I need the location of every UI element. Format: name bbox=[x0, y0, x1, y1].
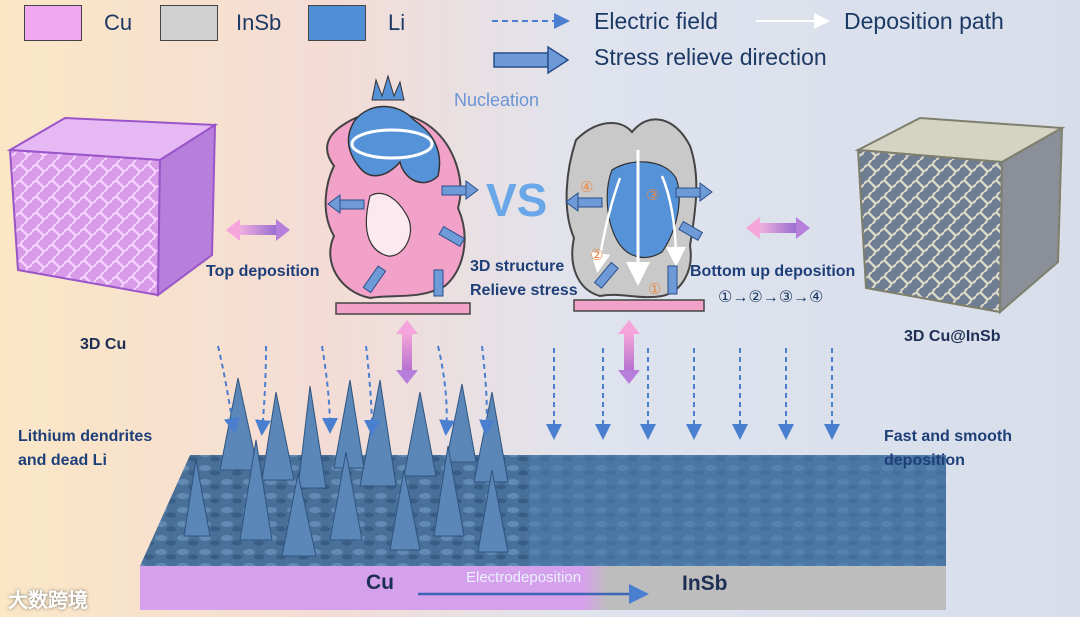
smooth-label-line2: deposition bbox=[884, 452, 965, 469]
cu-insb-particle bbox=[565, 118, 698, 299]
center-vertical-arrow-right bbox=[618, 320, 640, 384]
stress-arrows bbox=[327, 180, 713, 297]
top-deposition-label: Top deposition bbox=[206, 263, 320, 280]
path-marker-3: ③ bbox=[646, 186, 659, 204]
right-double-arrow bbox=[746, 217, 810, 239]
legend-li-swatch bbox=[308, 5, 366, 41]
cu-insb-3d-label: 3D Cu@InSb bbox=[904, 328, 1001, 345]
legend-insb-swatch bbox=[160, 5, 218, 41]
dendrites-label-line2: and dead Li bbox=[18, 452, 107, 469]
legend-cu-label: Cu bbox=[104, 10, 133, 35]
legend-stress-relieve-label: Stress relieve direction bbox=[594, 44, 827, 70]
cu-insb-particle-base bbox=[573, 299, 705, 312]
electric-field-arrows bbox=[546, 348, 840, 440]
cu-3d-cube bbox=[6, 116, 219, 298]
structure-label-line1: 3D structure bbox=[470, 258, 565, 275]
path-step-markers: ① ② ③ ④ bbox=[580, 178, 661, 298]
electric-field-curved-arrows bbox=[217, 345, 495, 436]
cu-insb-3d-cube bbox=[854, 116, 1066, 315]
dendrites-label-line1: Lithium dendrites bbox=[18, 428, 153, 445]
left-double-arrow bbox=[226, 219, 290, 241]
legend-cu-swatch bbox=[24, 5, 82, 41]
smooth-label-line1: Fast and smooth bbox=[884, 428, 1013, 445]
substrate-cu-label: Cu bbox=[366, 571, 394, 594]
legend-insb-label: InSb bbox=[236, 10, 282, 35]
legend-electric-field-label: Electric field bbox=[594, 8, 718, 34]
cu-particle-base bbox=[335, 302, 471, 315]
sequence-label: ①→②→③→④ bbox=[718, 289, 824, 306]
watermark: 大数跨境 bbox=[8, 590, 88, 612]
substrate-insb-label: InSb bbox=[682, 572, 728, 595]
legend-li-label: Li bbox=[388, 10, 406, 35]
cu-particle bbox=[324, 74, 466, 300]
lithium-dendrites bbox=[183, 377, 509, 557]
bottom-up-label: Bottom up deposition bbox=[690, 263, 856, 280]
legend-deposition-path-label: Deposition path bbox=[844, 8, 1004, 34]
path-marker-2: ② bbox=[590, 246, 603, 264]
cu-3d-label: 3D Cu bbox=[80, 336, 127, 353]
path-marker-4: ④ bbox=[580, 178, 593, 196]
electrodeposition-label: Electrodeposition bbox=[466, 569, 582, 586]
structure-label-line2: Relieve stress bbox=[470, 282, 578, 299]
legend-stress-arrow bbox=[493, 45, 570, 75]
path-marker-1: ① bbox=[648, 280, 661, 298]
center-vertical-arrow-left bbox=[396, 320, 418, 384]
nucleation-label: Nucleation bbox=[454, 90, 540, 110]
vs-label: VS bbox=[486, 174, 547, 226]
